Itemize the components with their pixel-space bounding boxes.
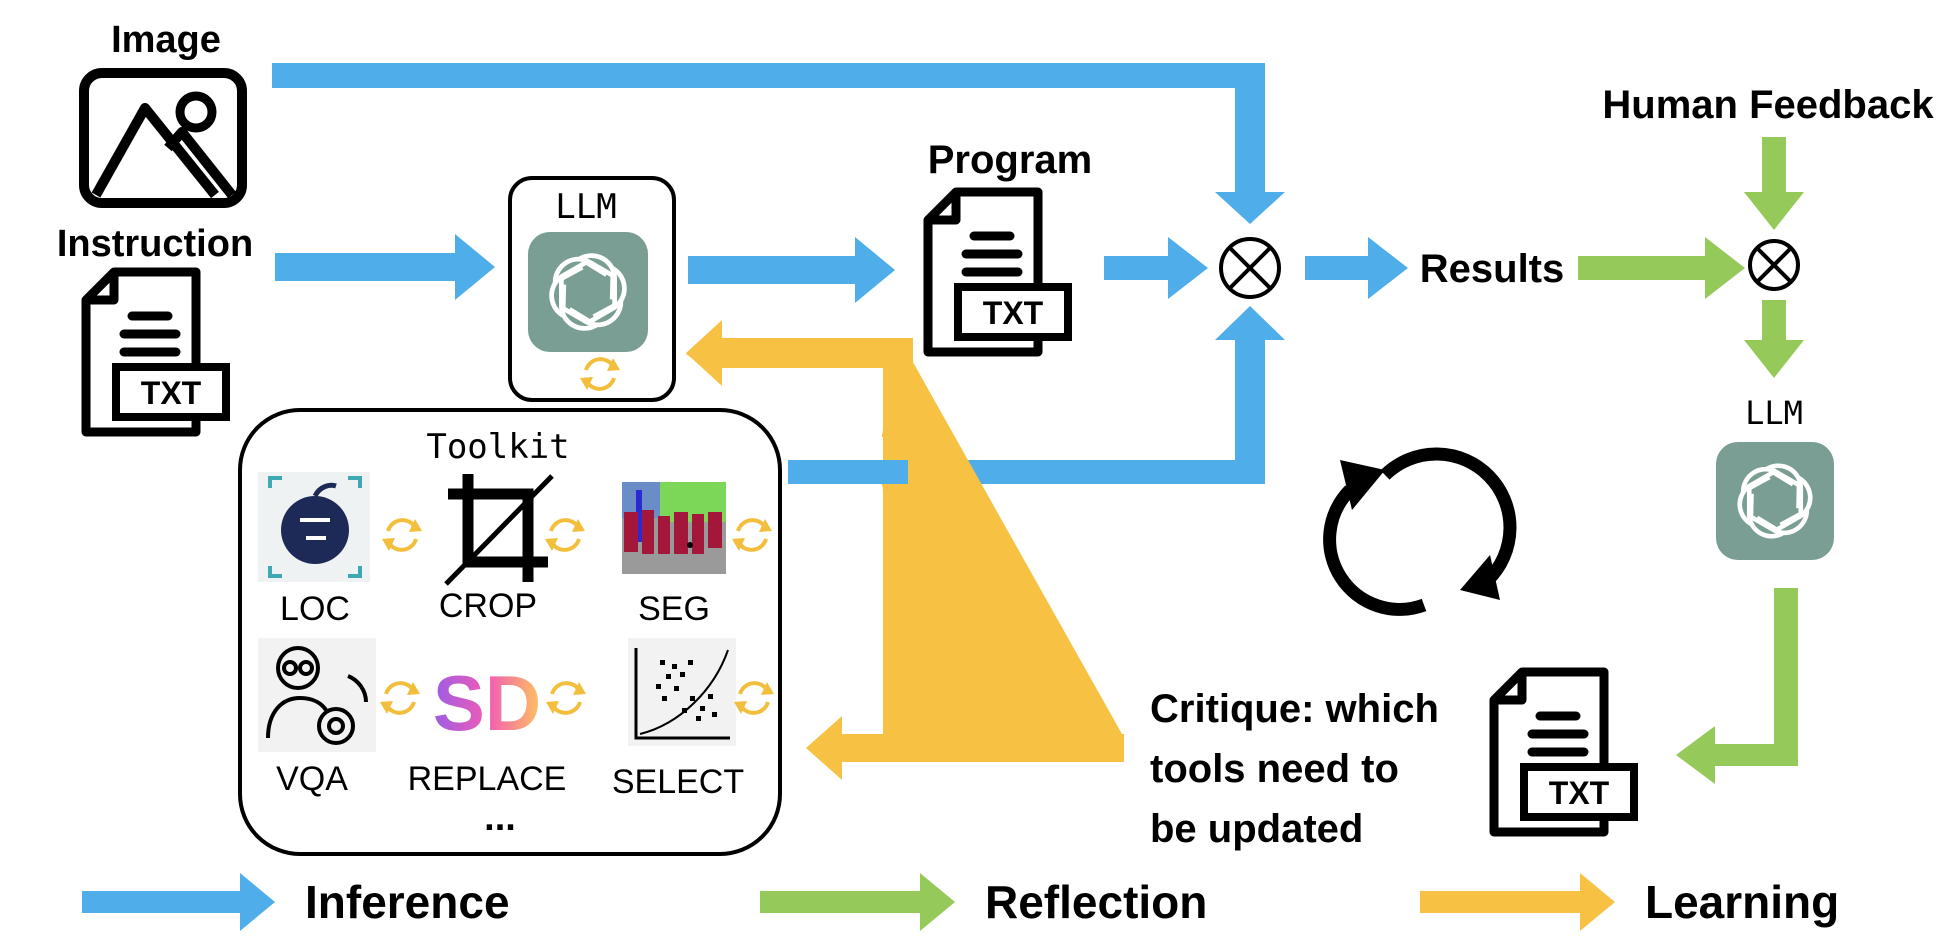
llm2-label: LLM [1745,394,1803,432]
arrow-results-to-combiner2 [1578,237,1745,299]
reflection-arrows [760,137,1804,931]
cycle-icon [1323,447,1517,616]
tool-loc-label: LOC [280,590,350,628]
tool-select-label: SELECT [612,763,744,801]
combiner-icon [1219,237,1281,299]
llm-label: LLM [555,187,616,227]
combiner2-icon [1748,239,1800,291]
segmentation-icon [622,482,726,574]
tool-replace-label: REPLACE [408,760,567,798]
toolkit-more: ... [484,797,516,839]
sd-logo-icon: SD [433,659,541,747]
scatter-select-icon [628,638,736,746]
legend-inference-arrow [82,873,275,931]
legend-reflection-arrow [760,873,955,931]
arrow-combiner-to-results [1305,237,1408,299]
critique-line-1: Critique: which [1150,687,1439,731]
legend-learning-label: Learning [1645,876,1839,928]
arrow-program-to-combiner [1104,237,1208,299]
llm2-tile [1716,442,1834,560]
tool-vqa-label: VQA [276,760,348,798]
legend-inference-label: Inference [305,876,510,928]
toolkit-title: Toolkit [426,427,569,467]
image-icon [79,68,247,208]
results-label: Results [1420,247,1565,291]
program-doc-icon: TXT [928,192,1068,352]
llm-tile [528,232,648,352]
critique-txt-badge: TXT [1549,775,1610,811]
crop-icon [444,474,554,586]
instruction-txt-badge: TXT [141,375,202,411]
arrow-image-to-combiner [272,63,1285,224]
person-gear-icon [258,638,376,752]
arrow-llm2-to-critique [1676,588,1798,784]
legend-reflection-label: Reflection [985,876,1207,928]
arrow-combiner2-to-llm2 [1744,300,1804,378]
arrow-instruction-to-llm [275,234,495,300]
program-label: Program [928,138,1093,182]
instruction-label: Instruction [57,223,253,265]
tool-crop-label: CROP [439,587,537,625]
program-txt-badge: TXT [983,295,1044,331]
arrow-feedback-to-combiner2 [1744,137,1804,230]
learning-arrows [686,320,1615,931]
tool-seg-label: SEG [638,590,710,628]
critique-line-3: be updated [1150,807,1363,851]
legend-learning-arrow [1420,873,1615,931]
arrow-llm-to-program [688,237,895,303]
critique-doc-icon: TXT [1494,672,1634,832]
apple-locate-icon [258,472,370,582]
instruction-doc-icon: TXT [86,272,226,432]
human-feedback-label: Human Feedback [1602,83,1934,127]
image-label: Image [111,19,221,61]
critique-line-2: tools need to [1150,747,1399,791]
